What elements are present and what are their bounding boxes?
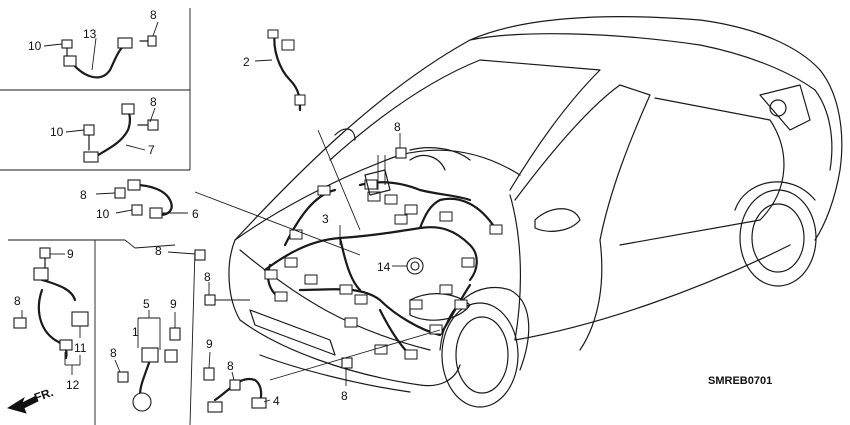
- connector: [264, 269, 278, 280]
- callout-8: 8: [341, 389, 348, 403]
- callout-6: 6: [192, 207, 199, 221]
- front-direction-label: FR.: [32, 385, 55, 405]
- connector: [339, 284, 353, 295]
- callout-9: 9: [67, 247, 74, 261]
- bolts: [194, 147, 407, 369]
- connector: [409, 299, 423, 310]
- callout-8: 8: [150, 8, 157, 22]
- connector: [304, 274, 318, 285]
- car-body: [228, 16, 843, 408]
- connector: [454, 299, 468, 310]
- connector: [367, 191, 381, 202]
- callout-13: 13: [83, 27, 97, 41]
- connector: [317, 185, 331, 196]
- callout-1: 1: [132, 325, 139, 339]
- callout-10: 10: [28, 39, 42, 53]
- cable-part-6: [114, 179, 173, 219]
- callout-8: 8: [80, 188, 87, 202]
- callout-8: 8: [394, 120, 401, 134]
- panel-borders: [0, 8, 196, 425]
- connector: [289, 229, 303, 240]
- relay-box-area: [364, 155, 446, 196]
- grommet-part-14: [406, 257, 424, 275]
- callout-2: 2: [243, 55, 250, 69]
- connector: [364, 179, 378, 190]
- callout-3: 3: [322, 212, 329, 226]
- engine-wire-harness: [263, 179, 503, 360]
- callout-4: 4: [273, 394, 280, 408]
- connector: [284, 257, 298, 268]
- cable-part-4: [203, 367, 267, 413]
- callouts: 8 10 13 8 10 7 8 10 6 2 8 3 14 8 8 9 8 1…: [14, 8, 401, 408]
- callout-10: 10: [50, 125, 64, 139]
- connector: [344, 317, 358, 328]
- callout-11: 11: [74, 341, 87, 355]
- cable-part-7: [83, 103, 159, 163]
- callout-8: 8: [227, 359, 234, 373]
- callout-8: 8: [110, 346, 117, 360]
- leader-lines: [21, 21, 441, 403]
- harness-part-2: [267, 29, 306, 112]
- connector: [354, 294, 368, 305]
- cable-part-12: [13, 247, 89, 360]
- front-direction-arrow: FR.: [7, 385, 55, 414]
- connector: [461, 257, 475, 268]
- connector: [384, 194, 398, 205]
- cable-part-5: [117, 327, 181, 412]
- callout-8: 8: [155, 244, 162, 258]
- connector: [429, 324, 443, 335]
- callout-8: 8: [14, 294, 21, 308]
- callout-9: 9: [206, 337, 213, 351]
- callout-9: 9: [170, 297, 177, 311]
- connector: [439, 211, 453, 222]
- cable-part-13: [61, 35, 157, 79]
- callout-8: 8: [150, 95, 157, 109]
- connector: [394, 214, 408, 225]
- connector: [274, 291, 288, 302]
- connector: [439, 284, 453, 295]
- callout-8: 8: [204, 270, 211, 284]
- diagram-code: SMREB0701: [708, 375, 772, 387]
- callout-7: 7: [148, 143, 155, 157]
- connector: [489, 224, 503, 235]
- callout-14: 14: [377, 260, 391, 274]
- callout-12: 12: [66, 378, 80, 392]
- connector: [404, 204, 418, 215]
- callout-10: 10: [96, 207, 110, 221]
- callout-5: 5: [143, 297, 150, 311]
- connector: [404, 349, 418, 360]
